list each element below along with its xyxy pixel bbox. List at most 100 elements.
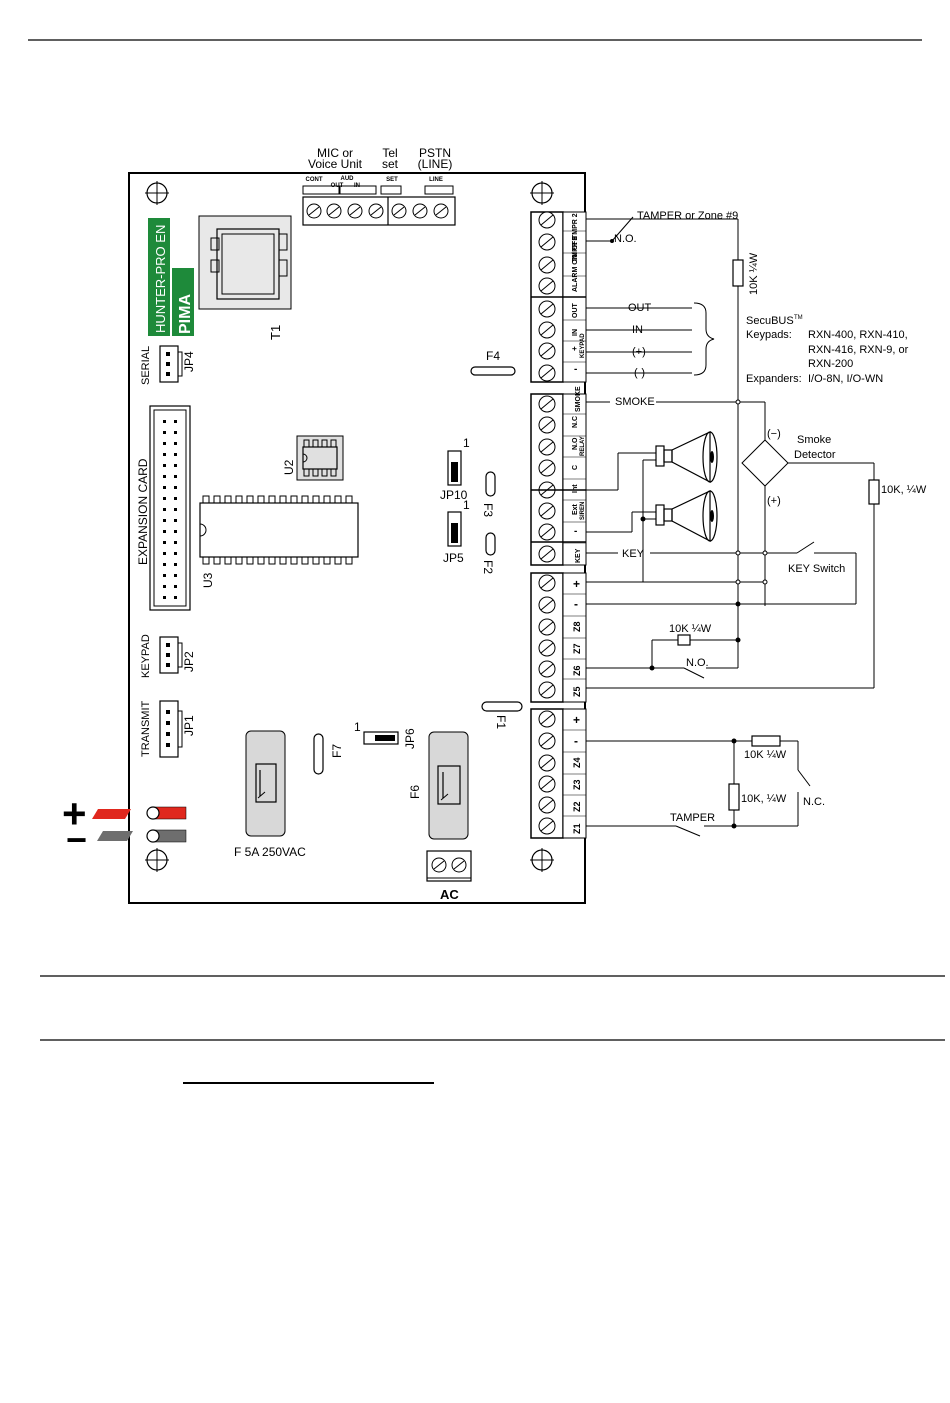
exp-pin (174, 519, 177, 522)
exp-pin (163, 541, 166, 544)
u3-pin (345, 556, 353, 565)
keypad-label: KEYPAD (140, 634, 152, 678)
screw-slot (540, 505, 554, 517)
u3-pin (257, 495, 265, 504)
jp5-jumper (447, 511, 462, 547)
u3-pin (202, 495, 210, 504)
mounting-hole-br (530, 848, 554, 872)
fuse-rating: F 5A 250VAC (234, 845, 306, 859)
screw-slot (540, 599, 554, 611)
term-kp-plus: + (570, 346, 579, 351)
tel-label-2: set (382, 157, 399, 171)
u3-pin (235, 556, 243, 565)
transmit-label: TRANSMIT (140, 701, 152, 758)
u3-pin (246, 495, 254, 504)
mic-label-1: MIC or (317, 146, 353, 160)
keypads-3: RXN-200 (808, 358, 853, 370)
z1-loop (586, 735, 811, 837)
u3-pin (312, 495, 320, 504)
screw-slot (540, 259, 554, 271)
no-top-label: N.O. (614, 233, 637, 245)
term-keypad: KEYPAD (580, 333, 586, 358)
expanders-label: Expanders: (746, 373, 802, 385)
bus-minus: (-) (634, 367, 645, 379)
jp6-label: JP6 (403, 728, 417, 749)
smoke-plus: (+) (767, 495, 781, 507)
res-smoke-label: 10K, ¼W (881, 484, 927, 496)
screw-slot (540, 398, 554, 410)
exp-pin (163, 596, 166, 599)
terminal-label-strip (562, 708, 587, 839)
screw-slot (540, 735, 554, 747)
screw-slot (540, 367, 554, 379)
exp-pin (163, 574, 166, 577)
term-siren-minus: - (574, 526, 577, 537)
u3-pin (290, 556, 298, 565)
terminal-block (530, 708, 564, 839)
t1-label: T1 (268, 325, 283, 340)
expansion-label: EXPANSION CARD (136, 458, 150, 565)
exp-pin (174, 453, 177, 456)
nc-label: N.C. (803, 796, 825, 808)
mounting-hole-tl (145, 181, 169, 205)
f3-label: F3 (481, 503, 495, 517)
grey-lead (97, 831, 133, 841)
screw-slot (540, 526, 554, 538)
term-z8: Z8 (572, 621, 582, 632)
minus-sign: − (66, 819, 87, 860)
term-relay: RELAY (580, 436, 586, 456)
exp-pin (174, 596, 177, 599)
z6-loop (586, 634, 739, 679)
f4-label: F4 (486, 349, 500, 363)
term-plus-a: + (573, 577, 580, 591)
jp10-one: 1 (463, 436, 470, 450)
f2-label: F2 (481, 560, 495, 574)
smoke-det-1: Smoke (797, 434, 831, 446)
plus-sign: + (62, 790, 87, 837)
u3-pin (213, 556, 221, 565)
bus-in: IN (632, 324, 643, 336)
exp-pin (163, 431, 166, 434)
u3-pin (334, 556, 342, 565)
term-int: Int (572, 484, 579, 493)
exp-pin (163, 420, 166, 423)
u3-pin (334, 495, 342, 504)
exp-pin (163, 497, 166, 500)
term-tmpr1: TMPR 1 (572, 236, 579, 262)
mic-label-2: Voice Unit (308, 157, 363, 171)
exp-pin (163, 508, 166, 511)
exp-pin (163, 552, 166, 555)
bus-out: OUT (628, 302, 652, 314)
u3-pin (246, 556, 254, 565)
in-label-top: IN (354, 183, 360, 189)
screw-slot (540, 577, 554, 589)
u3-pin (279, 495, 287, 504)
term-z7: Z7 (572, 643, 582, 654)
aud-label: AUD (341, 176, 355, 182)
ac-label: AC (440, 887, 459, 902)
u3-pin (257, 556, 265, 565)
screw-slot (540, 548, 554, 560)
exp-pin (174, 486, 177, 489)
screw-slot (540, 820, 554, 832)
secubus-label: SecuBUS (746, 315, 794, 327)
jp4-label: JP4 (182, 351, 196, 372)
line-label: LINE (429, 177, 443, 183)
siren-1 (655, 431, 718, 483)
exp-pin (163, 563, 166, 566)
term-z4: Z4 (572, 757, 582, 768)
term-z2: Z2 (572, 801, 582, 812)
exp-pin (174, 541, 177, 544)
u3-label: U3 (201, 572, 215, 588)
transformer-t1 (198, 215, 292, 310)
f4-fuse (470, 366, 516, 376)
bus-lines (586, 302, 715, 376)
jp6-one: 1 (354, 720, 361, 734)
chip-u2 (296, 435, 344, 481)
term-ext: Ext (572, 503, 579, 515)
screw-slot (540, 214, 554, 226)
jp5-one: 1 (463, 498, 470, 512)
term-z3: Z3 (572, 779, 582, 790)
exp-pin (174, 497, 177, 500)
